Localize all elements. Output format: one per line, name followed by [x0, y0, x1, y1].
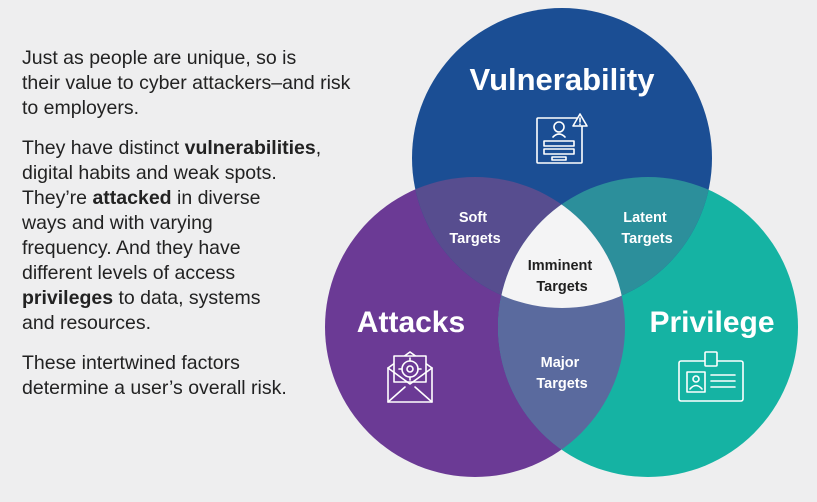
- soft-targets-label: Soft Targets: [449, 210, 500, 247]
- text-line: These intertwined factors: [22, 352, 240, 374]
- text-line: They have distinct vulnerabilities,: [22, 137, 322, 159]
- text-line: their value to cyber attackers–and risk: [22, 72, 351, 94]
- text-line: frequency. And they have: [22, 237, 241, 259]
- major-targets-label: Major Targets: [536, 355, 587, 392]
- intro-paragraph-1: Just as people are unique, so is their v…: [22, 46, 402, 121]
- attacked-emphasis: attacked: [92, 187, 172, 209]
- latent-targets-label: Latent Targets: [621, 210, 672, 247]
- text-line: They’re attacked in diverse: [22, 187, 261, 209]
- privileges-emphasis: privileges: [22, 287, 114, 309]
- imminent-targets-label: Imminent Targets: [528, 258, 596, 295]
- text-line: different levels of access: [22, 262, 236, 284]
- text-line: ways and with varying: [22, 212, 213, 234]
- text-line: Just as people are unique, so is: [22, 47, 297, 69]
- envelope-target-icon: [387, 351, 433, 403]
- id-card-warning-icon: [536, 113, 588, 164]
- text-line: digital habits and weak spots.: [22, 162, 277, 184]
- vulnerabilities-emphasis: vulnerabilities: [184, 137, 316, 159]
- text-line: to employers.: [22, 97, 140, 119]
- badge-id-icon: [678, 351, 744, 402]
- privilege-title: Privilege: [649, 306, 774, 339]
- intro-text: Just as people are unique, so is their v…: [22, 46, 402, 416]
- vulnerability-title: Vulnerability: [470, 62, 656, 97]
- intro-paragraph-2: They have distinct vulnerabilities, digi…: [22, 136, 402, 336]
- text-line: determine a user’s overall risk.: [22, 377, 287, 399]
- attacks-title: Attacks: [357, 306, 465, 339]
- text-line: and resources.: [22, 312, 151, 334]
- text-line: privileges to data, systems: [22, 287, 261, 309]
- intro-paragraph-3: These intertwined factors determine a us…: [22, 351, 402, 401]
- imminent-targets-region: [498, 177, 625, 308]
